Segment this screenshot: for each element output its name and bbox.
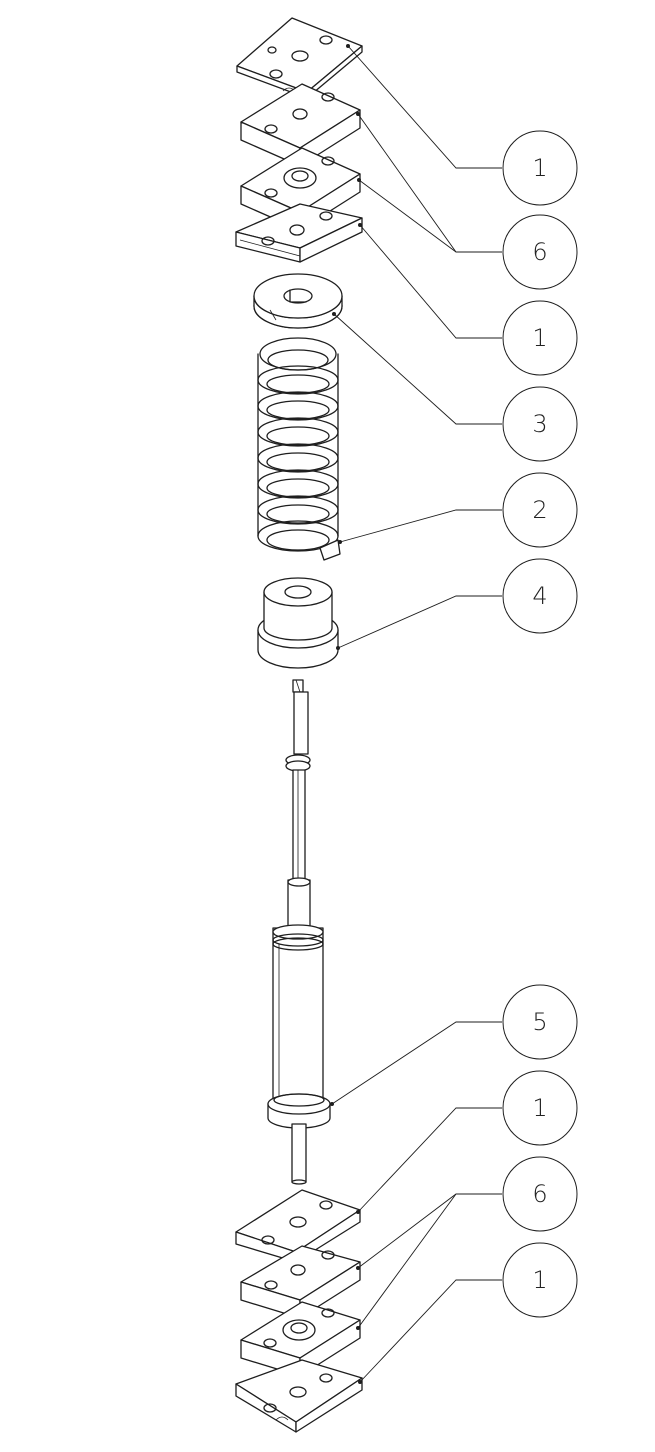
spring-seat-3 bbox=[253, 273, 343, 329]
callout-balloon: 1 bbox=[502, 1070, 578, 1146]
callout-label: 3 bbox=[532, 410, 547, 438]
callout-balloon: 3 bbox=[502, 386, 578, 462]
top-block-6a bbox=[240, 83, 361, 167]
bottom-block-6a bbox=[240, 1245, 361, 1319]
callout-balloon: 2 bbox=[502, 472, 578, 548]
callout-label: 1 bbox=[532, 1094, 547, 1122]
callout-label: 1 bbox=[532, 324, 547, 352]
top-plate-1 bbox=[236, 17, 363, 99]
callout-label: 2 bbox=[532, 496, 547, 524]
callout-balloon: 6 bbox=[502, 1156, 578, 1232]
callout-label: 4 bbox=[532, 582, 547, 610]
callout-label: 6 bbox=[532, 1180, 547, 1208]
callout-balloon: 1 bbox=[502, 1242, 578, 1318]
callout-balloon: 6 bbox=[502, 214, 578, 290]
top-plate-1b bbox=[235, 203, 363, 263]
coil-spring-2 bbox=[257, 337, 341, 561]
callout-label: 1 bbox=[532, 154, 547, 182]
callout-balloon: 4 bbox=[502, 558, 578, 634]
callout-label: 6 bbox=[532, 238, 547, 266]
callout-balloon: 1 bbox=[502, 300, 578, 376]
callout-balloon: 5 bbox=[502, 984, 578, 1060]
callout-balloon: 1 bbox=[502, 130, 578, 206]
callout-label: 1 bbox=[532, 1266, 547, 1294]
shock-absorber-5 bbox=[267, 679, 331, 1185]
bushing-4 bbox=[257, 577, 339, 669]
leader-lines bbox=[330, 44, 502, 1384]
bottom-plate-1b bbox=[235, 1359, 363, 1433]
callout-label: 5 bbox=[532, 1008, 547, 1036]
